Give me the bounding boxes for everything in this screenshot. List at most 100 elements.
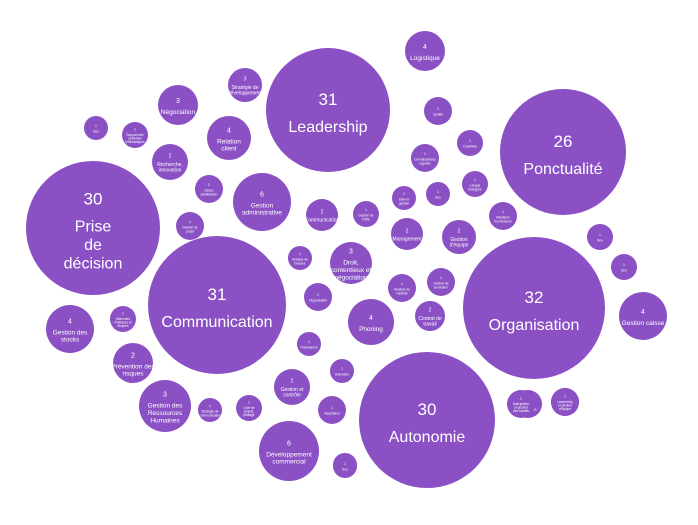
- bubble-label: logiciels: [419, 161, 431, 165]
- bubble-label: Polyvalence: [300, 345, 317, 349]
- bubble-value: 1: [564, 394, 566, 398]
- bubble-circle: [139, 380, 191, 432]
- bubble-circle: [388, 274, 416, 302]
- bubble-label: Gestion de: [182, 226, 198, 230]
- bubble-value: 4: [227, 127, 231, 134]
- bubble-label: Anticipation: [513, 402, 530, 406]
- bubble-label: contrôle: [283, 393, 301, 399]
- bubble-label: Gestion des: [53, 329, 88, 336]
- bubble-value: 3: [349, 249, 353, 256]
- bubble-label: Humaines: [150, 417, 180, 424]
- bubble-label: Gestion et: [281, 387, 304, 393]
- bubble-value: 2: [291, 379, 294, 385]
- bubble-value: 4: [423, 44, 427, 51]
- bubble-value: 2: [321, 209, 324, 215]
- bubble-label: Seo: [93, 129, 99, 133]
- bubble-value: 6: [260, 191, 264, 198]
- bubble-label: client: [221, 146, 236, 153]
- bubble-value: 3: [244, 77, 247, 83]
- bubble-label: Recherche,: [157, 162, 183, 168]
- bubble-label: Adaptation: [324, 411, 339, 415]
- bubble-value: 1: [599, 233, 601, 237]
- bubble-value: 1: [308, 340, 310, 344]
- bubble-value: 1: [440, 276, 442, 280]
- bubble-circle: [207, 116, 251, 160]
- bubble-circle: [233, 173, 291, 231]
- bubble-value: 2: [429, 308, 432, 314]
- bubble-label: l'activité: [396, 291, 407, 295]
- bubble-circle: [424, 97, 452, 125]
- bubble-label: Méthodes: [116, 317, 130, 321]
- bubble-label: Chef de: [243, 406, 254, 410]
- bubble-circle: [288, 246, 312, 270]
- bubble-label: Gestion des: [148, 403, 183, 410]
- bubble-label: Logistique: [410, 55, 440, 62]
- bubble-circle: [359, 352, 495, 488]
- bubble-circle: [500, 89, 626, 215]
- bubble-label: Développement: [266, 451, 312, 458]
- bubble-value: 1: [189, 220, 191, 224]
- bubble-label: Suivi et: [399, 198, 410, 202]
- bubble-label: Gestion de: [433, 282, 449, 286]
- bubble-value: 1: [437, 190, 439, 194]
- bubble-label: Stratégie de: [201, 410, 218, 414]
- bubble-circle: [110, 306, 136, 332]
- bubble-value: 1: [623, 263, 625, 267]
- bubble-circle: [426, 182, 450, 206]
- bubble-label: Leadership: [557, 400, 573, 404]
- bubble-value: 2: [169, 154, 172, 160]
- bubble-circle: [463, 237, 605, 379]
- bubble-value: 26: [554, 132, 573, 151]
- bubble-label: fournisseurs: [494, 219, 512, 223]
- bubble-label: besoins: [295, 261, 306, 265]
- bubble-label: administrative: [242, 210, 282, 217]
- bubble-value: 2: [406, 228, 409, 234]
- bubble-label: risques: [123, 371, 145, 378]
- bubble-label: commercial: [272, 459, 306, 466]
- bubble-value: 1: [344, 462, 346, 466]
- bubble-label: Pratiques et: [114, 320, 131, 324]
- bubble-value: 1: [424, 152, 426, 156]
- bubble-value: 1: [134, 127, 136, 131]
- bubble-value: 2: [458, 229, 461, 235]
- bubble-value: 30: [84, 190, 103, 209]
- bubble-label: contentieux et: [331, 267, 372, 274]
- bubble-label: d'équipe: [559, 407, 571, 411]
- bubble-label: projets,: [244, 409, 255, 413]
- bubble-label: Calcul,: [204, 189, 214, 193]
- bubble-value: 1: [502, 210, 504, 214]
- bubble-value: 2: [208, 183, 210, 187]
- bubble-value: 30: [418, 400, 437, 419]
- bubble-label: des conflits: [513, 409, 529, 413]
- bubble-value: 1: [341, 367, 343, 371]
- bubble-circle: [353, 201, 379, 227]
- bubble-label: Communication: [305, 218, 340, 224]
- bubble-label: décision: [64, 255, 123, 272]
- bubble-circle: [26, 161, 160, 295]
